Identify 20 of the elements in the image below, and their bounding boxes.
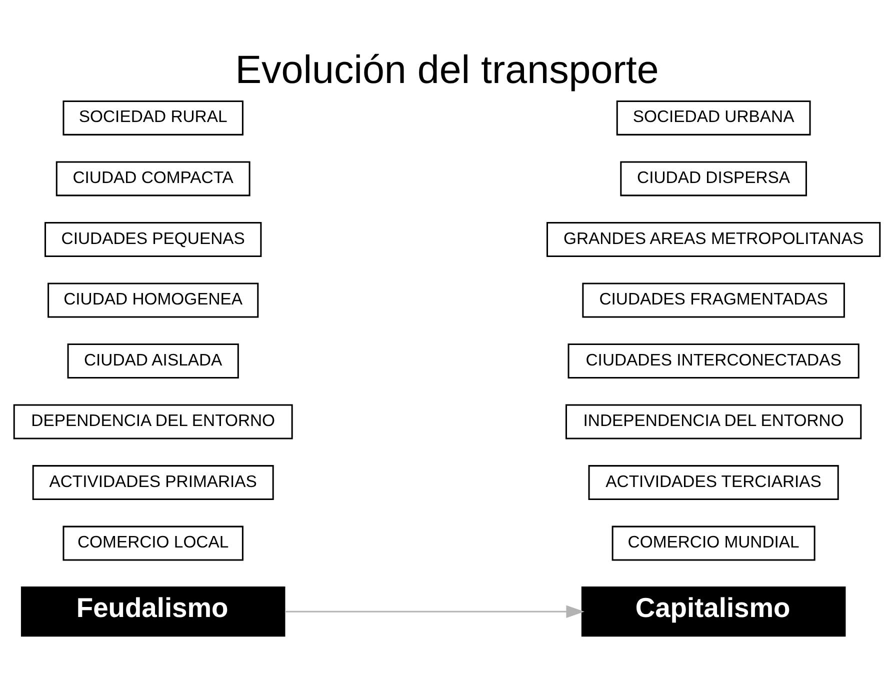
node-box: CIUDADES PEQUENAS: [44, 222, 262, 256]
node-box: CIUDAD COMPACTA: [56, 160, 250, 196]
node-box: ACTIVIDADES TERCIARIAS: [588, 464, 839, 500]
node-box: DEPENDENCIA DEL ENTORNO: [13, 404, 293, 439]
node-box: GRANDES AREAS METROPOLITANAS: [546, 222, 881, 256]
node-box: CIUDADES FRAGMENTADAS: [582, 282, 845, 318]
node-box: CIUDAD HOMOGENEA: [48, 282, 259, 318]
node-box: SOCIEDAD URBANA: [616, 100, 811, 135]
node-box: Feudalismo: [20, 586, 286, 636]
node-box: CIUDAD AISLADA: [67, 343, 239, 378]
node-box: COMERCIO LOCAL: [62, 525, 244, 560]
node-box: ACTIVIDADES PRIMARIAS: [32, 464, 274, 500]
arrow: [285, 604, 584, 618]
node-box: Capitalismo: [581, 586, 846, 636]
diagram-title: Evolución del transporte: [235, 47, 659, 92]
node-box: INDEPENDENCIA DEL ENTORNO: [565, 404, 862, 439]
node-box: COMERCIO MUNDIAL: [612, 525, 816, 560]
node-box: SOCIEDAD RURAL: [62, 100, 244, 135]
node-box: CIUDADES INTERCONECTADAS: [568, 343, 860, 378]
node-box: CIUDAD DISPERSA: [620, 160, 807, 196]
